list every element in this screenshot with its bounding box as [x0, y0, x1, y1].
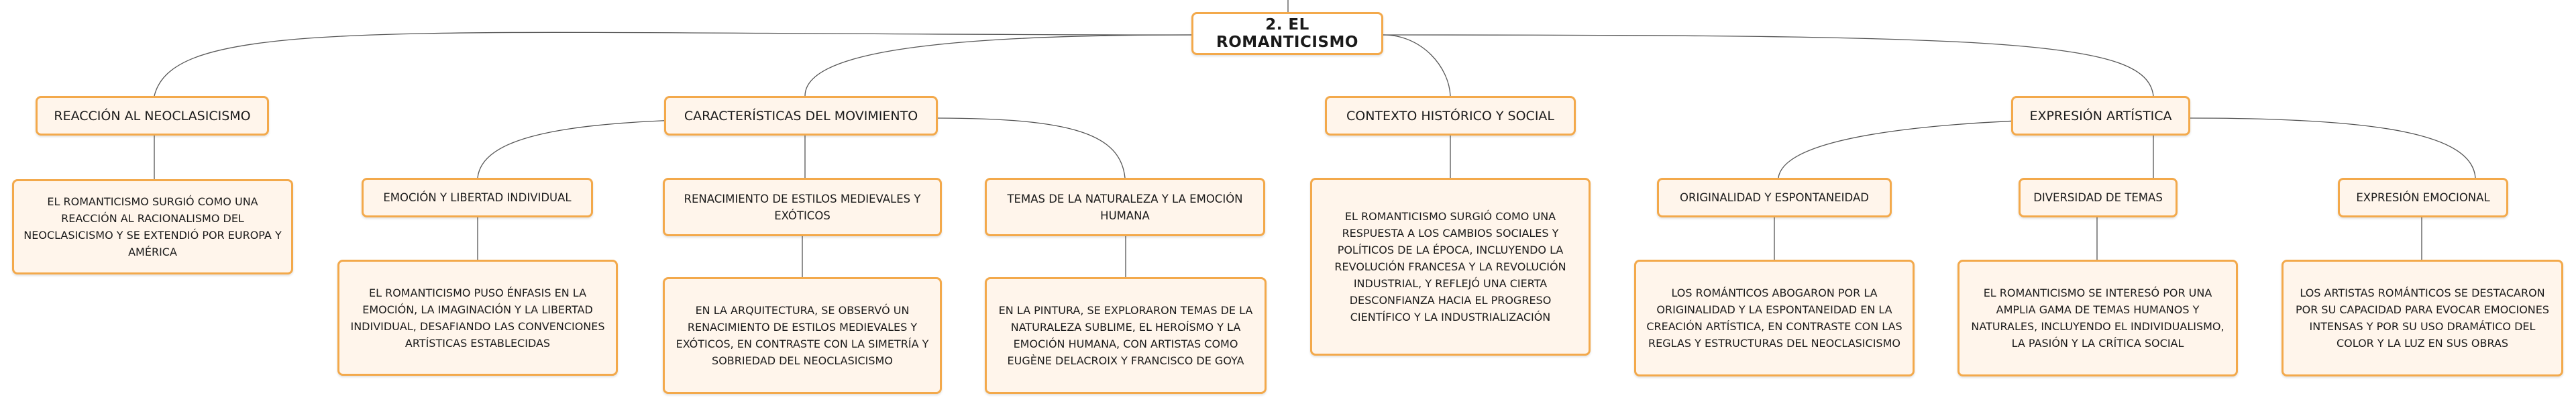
desc-emocion-libertad[interactable]: EL ROMANTICISMO PUSO ÉNFASIS EN LA EMOCI… [337, 260, 618, 376]
desc-renacimiento-estilos[interactable]: EN LA ARQUITECTURA, SE OBSERVÓ UN RENACI… [663, 277, 942, 394]
connector-caract-temas [935, 117, 1126, 178]
section-contexto[interactable]: CONTEXTO HISTÓRICO Y SOCIAL [1325, 96, 1576, 136]
desc-temas-naturaleza[interactable]: EN LA PINTURA, SE EXPLORARON TEMAS DE LA… [985, 277, 1267, 394]
node-temas-naturaleza[interactable]: TEMAS DE LA NATURALEZA Y LA EMOCIÓN HUMA… [985, 178, 1265, 236]
node-expresion-emocional[interactable]: EXPRESIÓN EMOCIONAL [2338, 178, 2508, 217]
desc-reaccion[interactable]: EL ROMANTICISMO SURGIÓ COMO UNA REACCIÓN… [12, 179, 293, 274]
section-reaccion[interactable]: REACCIÓN AL NEOCLASICISMO [36, 96, 269, 136]
desc-expresion-emocional[interactable]: LOS ARTISTAS ROMÁNTICOS SE DESTACARON PO… [2282, 260, 2563, 376]
connector-root-reaccion [154, 32, 1192, 97]
node-renacimiento-estilos[interactable]: RENACIMIENTO DE ESTILOS MEDIEVALES Y EXÓ… [663, 178, 942, 236]
connector-root-caracteristicas [804, 34, 1192, 97]
section-expresion[interactable]: EXPRESIÓN ARTÍSTICA [2011, 96, 2190, 136]
connector-expresion-emocional [2190, 117, 2476, 178]
root-node[interactable]: 2. EL ROMANTICISMO [1191, 12, 1383, 55]
desc-diversidad-temas[interactable]: EL ROMANTICISMO SE INTERESÓ POR UNA AMPL… [1957, 260, 2238, 376]
section-caracteristicas[interactable]: CARACTERÍSTICAS DEL MOVIMIENTO [664, 96, 938, 136]
node-diversidad-temas[interactable]: DIVERSIDAD DE TEMAS [2019, 178, 2178, 217]
node-originalidad[interactable]: ORIGINALIDAD Y ESPONTANEIDAD [1657, 178, 1892, 217]
desc-contexto[interactable]: EL ROMANTICISMO SURGIÓ COMO UNA RESPUEST… [1310, 178, 1591, 356]
connector-root-expresion [1383, 34, 2154, 97]
connector-root-contexto [1383, 34, 1451, 97]
desc-originalidad[interactable]: LOS ROMÁNTICOS ABOGARON POR LA ORIGINALI… [1634, 260, 1915, 376]
node-emocion-libertad[interactable]: EMOCIÓN Y LIBERTAD INDIVIDUAL [362, 178, 593, 217]
